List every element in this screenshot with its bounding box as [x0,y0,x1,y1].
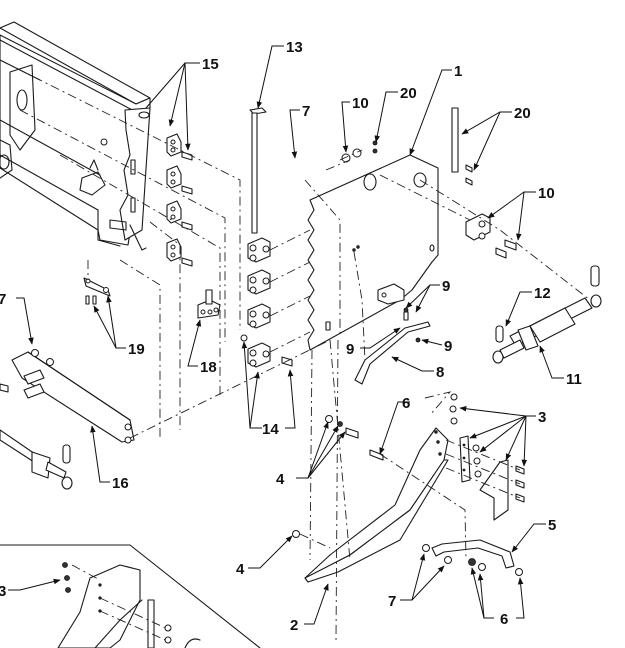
callout-16: 16 [112,475,129,492]
callout-6-lower: 6 [500,611,508,628]
detail-inset [0,544,261,648]
callout-1: 1 [454,63,462,80]
callout-9-right: 9 [444,338,452,355]
callout-20-right: 20 [514,105,531,122]
callout-4-lower: 4 [236,561,245,578]
callout-9: 9 [442,278,450,295]
shank-2 [304,427,449,583]
link-plate-19 [83,277,111,305]
angle-bracket-9 [377,283,421,343]
callout-11: 11 [566,371,582,388]
callout-7-left: 7 [0,291,6,308]
main-frame [0,21,151,251]
callout-7-lower: 7 [388,593,396,610]
callout-18: 18 [200,359,217,376]
assembly-lines [0,59,591,643]
upright-bar-20 [372,107,473,186]
callout-19: 19 [128,341,145,358]
callout-6: 6 [402,395,410,412]
callout-15: 15 [202,56,219,73]
pin-12 [495,325,504,343]
callout-9-left: 9 [346,341,354,358]
curved-bar-8 [354,321,431,385]
hinge-clevis-stack-14 [240,237,293,368]
callout-labels: 1 2 3 3 4 4 5 6 6 7 7 7 8 9 9 9 10 10 11… [0,39,582,634]
callout-12: 12 [534,285,551,302]
callout-7: 7 [302,103,310,120]
strap-5 [292,415,523,576]
hydraulic-cylinder-11 [492,265,602,364]
callout-2: 2 [290,617,298,634]
hinge-bracket-10 [341,148,517,259]
callout-13: 13 [286,39,303,56]
mounting-panel-1 [307,154,439,351]
arm-16 [0,349,135,444]
callout-10-right: 10 [538,185,555,202]
callout-5: 5 [548,517,556,534]
leader-lines [8,45,564,625]
callout-4: 4 [276,471,285,488]
callout-14: 14 [262,421,279,438]
rod-13 [249,107,267,234]
clevis-brackets-15 [166,133,193,267]
callout-3-inset: 3 [0,583,6,600]
left-cylinder [0,429,73,490]
callout-3: 3 [538,409,546,426]
bracket-18 [197,289,221,319]
callout-10: 10 [352,95,369,112]
callout-20: 20 [400,85,417,102]
callout-8: 8 [436,364,444,381]
